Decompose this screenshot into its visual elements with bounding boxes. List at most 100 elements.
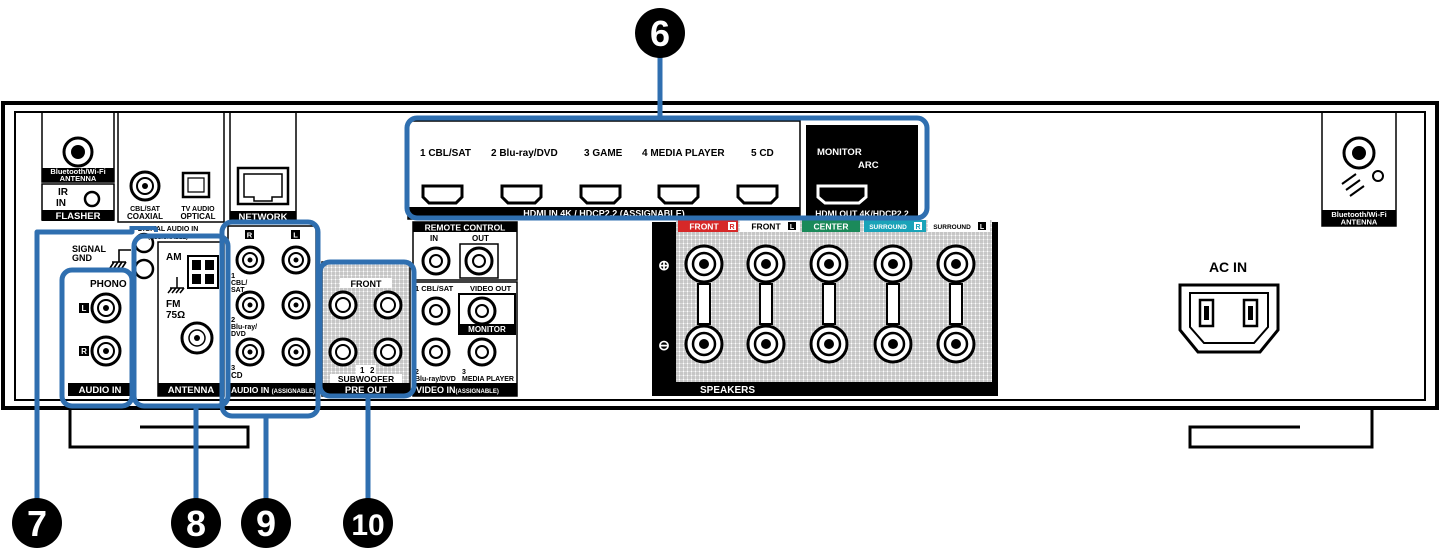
- optical-jack-icon[interactable]: [181, 171, 211, 199]
- video-out-monitor-jack-icon[interactable]: [467, 296, 497, 326]
- hdmi-in-4-port-icon[interactable]: [657, 184, 700, 205]
- speakers-footer: SPEAKERS: [700, 385, 755, 396]
- phono-l-badge: L: [82, 304, 87, 313]
- optical-label: OPTICAL: [180, 212, 215, 221]
- audio-in-3-l-jack-icon[interactable]: [281, 337, 311, 367]
- fm-connector-icon[interactable]: [180, 321, 214, 355]
- phono-r-jack-icon[interactable]: [90, 335, 122, 367]
- subwoofer-2-num: 2: [370, 366, 375, 375]
- video-in-1-jack-icon[interactable]: [421, 296, 451, 326]
- hdmi-in-5-port-icon[interactable]: [736, 184, 779, 205]
- surround-r-label: SURROUND: [869, 224, 907, 231]
- flasher-in-label: IN: [56, 198, 66, 209]
- bt-antenna-right-label: Bluetooth/Wi-Fi: [1331, 210, 1386, 219]
- callout-overlays: [34, 50, 930, 500]
- hdmi-out-footer: HDMI OUT 4K/HDCP2.2: [815, 209, 909, 219]
- callout-10-number: 10: [351, 509, 384, 542]
- bt-antenna-left-label: Bluetooth/Wi-Fi: [50, 167, 105, 176]
- am-terminal-icon[interactable]: [187, 255, 219, 289]
- audio-in-1-num: 1: [231, 271, 235, 280]
- audio-in-3-num: 3: [231, 363, 235, 372]
- audio-in-assignable: R L 1 CBL/ SAT 2 Blu-ray/ DVD 3 CD AUDIO…: [227, 225, 317, 397]
- audio-in-assignable-footer: AUDIO IN (ASSIGNABLE): [231, 385, 315, 395]
- video-out-label: VIDEO OUT: [470, 284, 512, 293]
- am-ground-icon: [167, 277, 185, 294]
- digital-audio-in-title: DIGITAL AUDIO IN: [138, 226, 199, 233]
- remote-in-jack-icon[interactable]: [421, 246, 451, 276]
- subwoofer-2-jack-icon[interactable]: [373, 337, 403, 367]
- pre-out-front-label: FRONT: [351, 279, 382, 289]
- network-port: NETWORK: [229, 111, 297, 223]
- audio-in-footer: AUDIO IN: [79, 385, 122, 396]
- phono-l-jack-icon[interactable]: [90, 292, 122, 324]
- am-label: AM: [166, 252, 182, 263]
- audio-in-2-r-jack-icon[interactable]: [235, 290, 265, 320]
- video-in-1-label: 1 CBL/SAT: [415, 284, 454, 293]
- callout-numbers: 6 7 8 9 10: [12, 8, 685, 548]
- callout-10-badge: [343, 498, 393, 548]
- video-in: 1 CBL/SAT VIDEO OUT MONITOR 2 Blu-ray/DV…: [412, 281, 518, 397]
- subwoofer-1-num: 1: [360, 366, 365, 375]
- remote-in-label: IN: [430, 234, 438, 243]
- audio-in-1-label: CBL/: [231, 280, 247, 287]
- phono-label: PHONO: [90, 279, 127, 290]
- speaker-terminals: FRONT R FRONT L CENTER SURROUND R SURROU…: [652, 220, 998, 396]
- hdmi-out-port-icon[interactable]: [816, 184, 868, 205]
- ac-inlet-icon[interactable]: [1178, 283, 1280, 354]
- callout-9-badge: [241, 498, 291, 548]
- coaxial-jack-icon[interactable]: [129, 170, 161, 202]
- callout-8-number: 8: [186, 503, 206, 544]
- remote-control: REMOTE CONTROL IN OUT: [412, 221, 518, 281]
- hdmi-in-2-port-icon[interactable]: [500, 184, 543, 205]
- hdmi-in-4-label: 4 MEDIA PLAYER: [642, 148, 725, 159]
- pre-out-front-r-jack-icon[interactable]: [328, 290, 358, 320]
- subwoofer-label: SUBWOOFER: [338, 374, 394, 384]
- pre-out-front-l-jack-icon[interactable]: [373, 290, 403, 320]
- callout-8-badge: [171, 498, 221, 548]
- audio-in-1-label-2: SAT: [231, 287, 245, 294]
- video-in-3-jack-icon[interactable]: [467, 337, 497, 367]
- optical-sub-label: TV AUDIO: [181, 206, 215, 213]
- hdmi-in-1-label: 1 CBL/SAT: [420, 148, 471, 159]
- remote-out-label: OUT: [472, 234, 489, 243]
- audio-in-1-r-jack-icon[interactable]: [235, 245, 265, 275]
- audio-in-l-badge: L: [293, 231, 298, 240]
- remote-out-jack-icon[interactable]: [464, 246, 494, 276]
- bluetooth-wifi-antenna-left: Bluetooth/Wi-Fi ANTENNA: [41, 111, 115, 183]
- hdmi-in-5-label: 5 CD: [751, 148, 774, 159]
- video-in-2-num: 2: [415, 369, 419, 376]
- ethernet-jack-icon[interactable]: [236, 166, 290, 206]
- remote-control-title: REMOTE CONTROL: [425, 223, 506, 233]
- am-fm-antenna: AM FM 75Ω ANTENNA: [157, 241, 225, 397]
- bt-antenna-right-label-2: ANTENNA: [1341, 218, 1378, 227]
- callout-6-badge: [635, 8, 685, 58]
- callout-7-number: 7: [27, 503, 47, 544]
- hdmi-in-1-port-icon[interactable]: [421, 184, 464, 205]
- ground-symbol-icon: [109, 249, 131, 269]
- hdmi-in-3-port-icon[interactable]: [579, 184, 622, 205]
- callout-6-number: 6: [650, 13, 670, 54]
- front-r-ch-badge: R: [729, 224, 734, 231]
- audio-in-2-l-jack-icon[interactable]: [281, 290, 311, 320]
- chassis: [1, 101, 1439, 449]
- hdmi-out-arc-label: ARC: [858, 160, 879, 171]
- antenna-connector-right-icon[interactable]: [1342, 136, 1376, 170]
- audio-in-3-r-jack-icon[interactable]: [235, 337, 265, 367]
- audio-in-1-l-jack-icon[interactable]: [281, 245, 311, 275]
- fm-impedance-label: 75Ω: [166, 310, 185, 321]
- bt-antenna-left-label-2: ANTENNA: [60, 174, 97, 183]
- antenna-connector-icon[interactable]: [62, 136, 94, 168]
- signal-gnd-label-2: GND: [72, 253, 93, 263]
- ir-flasher: IR IN FLASHER: [41, 183, 115, 222]
- audio-in-r-badge: R: [247, 231, 253, 240]
- surround-l-label: SURROUND: [933, 224, 971, 231]
- network-label: NETWORK: [238, 212, 287, 223]
- pre-out-footer: PRE OUT: [345, 385, 387, 396]
- audio-in-2-num: 2: [231, 315, 235, 324]
- video-in-2-jack-icon[interactable]: [421, 337, 451, 367]
- ir-flasher-jack-icon[interactable]: [83, 190, 101, 208]
- flasher-title: FLASHER: [56, 211, 101, 222]
- front-l-label: FRONT: [751, 222, 781, 232]
- antenna-footer: ANTENNA: [168, 385, 215, 396]
- subwoofer-1-jack-icon[interactable]: [328, 337, 358, 367]
